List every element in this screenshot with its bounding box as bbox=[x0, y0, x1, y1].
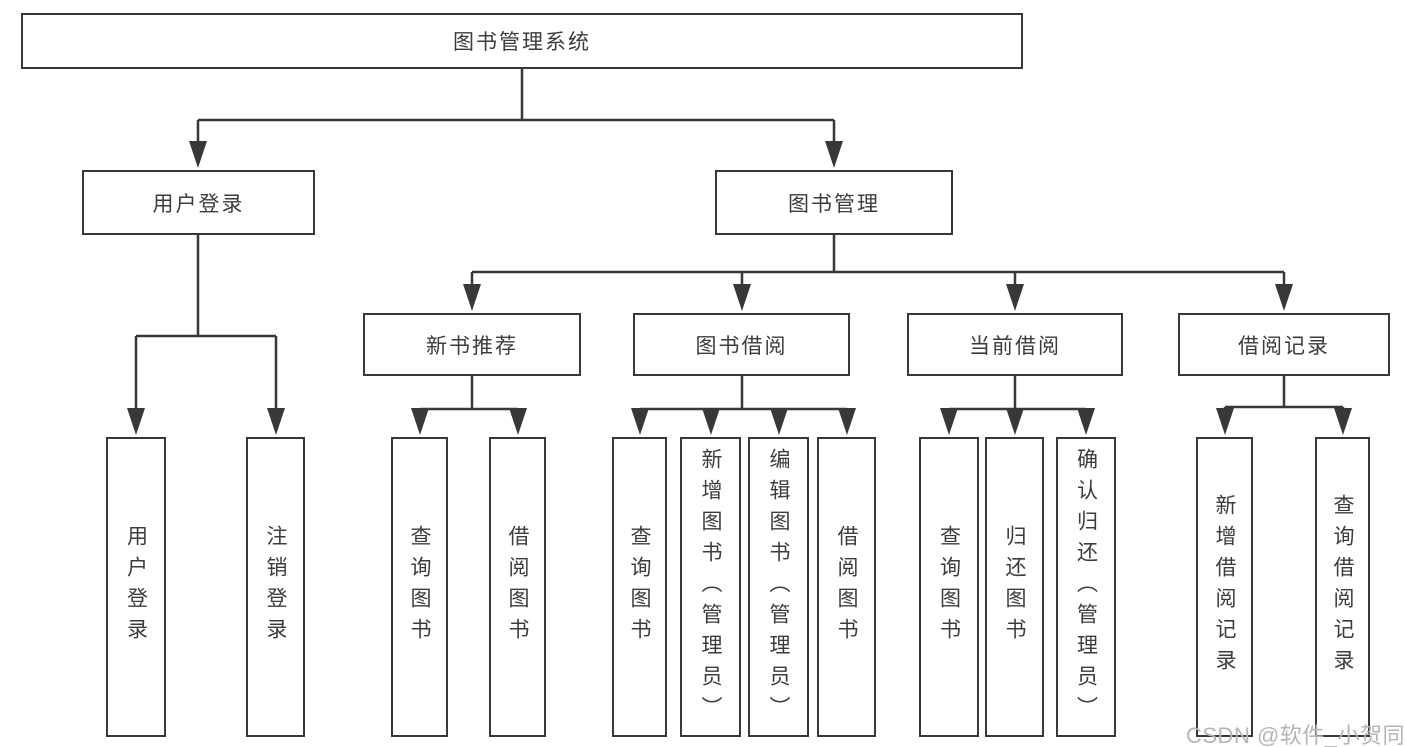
leaf-current-confirm-return-admin-label: 确认归还（管理员） bbox=[1074, 447, 1098, 727]
node-user-login-branch: 用户登录 bbox=[82, 170, 315, 235]
leaf-user-login-label: 用户登录 bbox=[124, 525, 148, 649]
node-borrowing-records-label: 借阅记录 bbox=[1238, 334, 1330, 358]
leaf-logout-label: 注销登录 bbox=[264, 525, 287, 649]
leaf-recommend-borrow-books-label: 借阅图书 bbox=[506, 525, 529, 649]
leaf-recommend-borrow-books: 借阅图书 bbox=[489, 437, 546, 737]
node-new-book-recommend-label: 新书推荐 bbox=[426, 334, 518, 358]
leaf-borrowing-edit-books-admin: 编辑图书（管理员） bbox=[748, 437, 809, 737]
node-book-management-label: 图书管理 bbox=[788, 192, 880, 216]
node-borrowing-records: 借阅记录 bbox=[1178, 313, 1390, 376]
leaf-records-add-record: 新增借阅记录 bbox=[1196, 437, 1253, 737]
leaf-logout: 注销登录 bbox=[246, 437, 305, 737]
node-root-label: 图书管理系统 bbox=[453, 31, 591, 54]
leaf-borrowing-query-books-label: 查询图书 bbox=[628, 525, 651, 649]
node-current-borrowing: 当前借阅 bbox=[907, 313, 1123, 376]
node-book-borrowing: 图书借阅 bbox=[633, 313, 850, 376]
node-user-login-branch-label: 用户登录 bbox=[152, 192, 245, 216]
leaf-borrowing-borrow-books: 借阅图书 bbox=[817, 437, 876, 737]
arrowheads bbox=[127, 141, 1352, 435]
leaf-borrowing-edit-books-admin-label: 编辑图书（管理员） bbox=[767, 447, 790, 727]
leaf-current-query-books-label: 查询图书 bbox=[937, 525, 961, 649]
leaf-recommend-query-books: 查询图书 bbox=[391, 437, 448, 737]
leaf-current-confirm-return-admin: 确认归还（管理员） bbox=[1056, 437, 1116, 737]
leaf-borrowing-add-books-admin-label: 新增图书（管理员） bbox=[699, 447, 722, 727]
node-new-book-recommend: 新书推荐 bbox=[363, 313, 581, 376]
leaf-borrowing-add-books-admin: 新增图书（管理员） bbox=[680, 437, 741, 737]
node-current-borrowing-label: 当前借阅 bbox=[969, 334, 1061, 358]
watermark: CSDN @软件_小贺同学 bbox=[1186, 723, 1405, 747]
leaf-borrowing-query-books: 查询图书 bbox=[612, 437, 667, 737]
leaf-user-login: 用户登录 bbox=[106, 437, 166, 737]
leaf-records-add-record-label: 新增借阅记录 bbox=[1213, 494, 1236, 680]
node-root: 图书管理系统 bbox=[21, 13, 1023, 69]
leaf-current-return-books-label: 归还图书 bbox=[1003, 525, 1026, 649]
leaf-records-query-record: 查询借阅记录 bbox=[1315, 437, 1370, 737]
leaf-records-query-record-label: 查询借阅记录 bbox=[1331, 494, 1354, 680]
node-book-management: 图书管理 bbox=[715, 170, 953, 235]
leaf-recommend-query-books-label: 查询图书 bbox=[408, 525, 431, 649]
leaf-borrowing-borrow-books-label: 借阅图书 bbox=[835, 525, 858, 649]
leaf-current-return-books: 归还图书 bbox=[985, 437, 1044, 737]
node-book-borrowing-label: 图书借阅 bbox=[695, 334, 788, 358]
leaf-current-query-books: 查询图书 bbox=[919, 437, 979, 737]
